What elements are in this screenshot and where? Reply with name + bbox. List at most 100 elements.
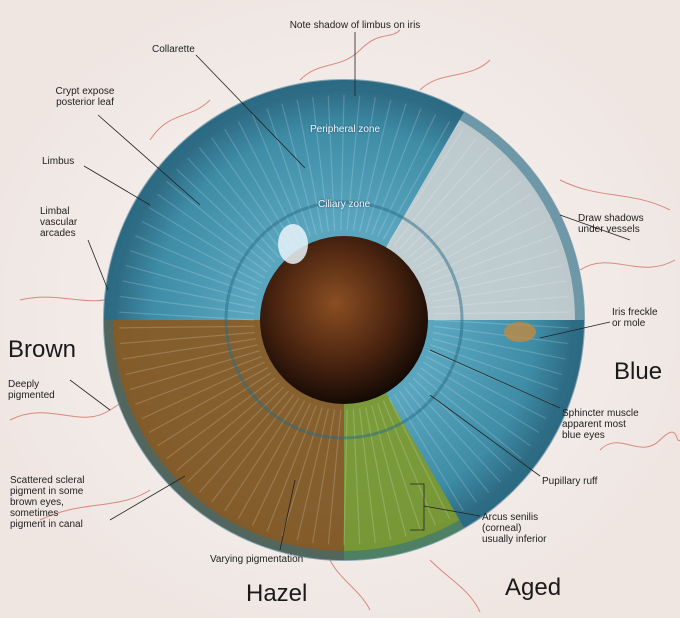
iris-fiber	[135, 235, 260, 290]
iris-fiber	[365, 407, 392, 541]
label-iris-freckle: Iris freckle or mole	[612, 307, 658, 329]
iris-fiber	[398, 147, 490, 250]
iris-fibers	[119, 94, 569, 546]
iris-fiber	[327, 95, 336, 231]
iris-fiber	[266, 108, 311, 237]
iris-fiber	[251, 114, 306, 240]
label-ciliary-zone: Ciliary zone	[318, 199, 371, 210]
category-brown: Brown	[8, 336, 77, 363]
iris-fiber	[166, 377, 276, 460]
iris-fiber	[129, 350, 260, 391]
iris-fiber	[312, 409, 336, 543]
iris-fiber	[412, 377, 512, 471]
blood-vessel	[579, 259, 676, 271]
limbal-ring	[103, 79, 585, 561]
iris-fiber	[157, 372, 272, 447]
iris-fiber	[416, 193, 531, 268]
category-aged: Aged	[505, 574, 562, 601]
iris-fiber	[412, 180, 522, 263]
iris-fiber	[425, 356, 547, 420]
iris-fiber	[393, 394, 464, 512]
iris-fiber	[371, 405, 407, 537]
corneal-highlight	[278, 224, 308, 264]
iris-fiber	[296, 408, 329, 541]
iris-fiber	[431, 338, 563, 376]
iris-fiber	[187, 386, 285, 483]
label-crypt: Crypt expose posterior leaf	[55, 86, 115, 108]
label-peripheral-zone: Peripheral zone	[310, 124, 381, 135]
iris-fiber	[166, 181, 272, 268]
iris-fiber	[352, 97, 376, 231]
iris-fiber	[148, 367, 268, 434]
label-scattered-pigment: Scattered scleral pigment in some brown …	[10, 475, 85, 530]
iris-fiber	[340, 94, 345, 231]
label-limbus-shadow: Note shadow of limbus on iris	[289, 20, 421, 31]
iris-fiber	[251, 403, 311, 526]
iris-fiber	[129, 249, 258, 296]
iris-fiber	[237, 400, 306, 519]
iris-fiber	[419, 367, 531, 447]
iris-fiber	[388, 128, 464, 243]
label-deeply-pigmented: Deeply pigmented	[8, 379, 55, 401]
iris-fiber	[408, 168, 512, 258]
blood-vessel	[39, 489, 151, 521]
blood-vessel	[149, 99, 211, 141]
iris-fiber	[433, 325, 568, 345]
iris-fiber	[224, 397, 300, 512]
iris-fiber	[312, 97, 329, 232]
brown-sector	[104, 320, 344, 560]
collarette-ring	[224, 200, 464, 440]
iris-fiber	[176, 382, 280, 472]
iris-fiber	[266, 405, 317, 532]
iris-fiber	[426, 235, 553, 284]
iris-fiber	[433, 331, 566, 360]
label-varying-pigmentation: Varying pigmentation	[210, 554, 304, 565]
iris-fiber	[135, 356, 262, 405]
iris-fiber	[141, 361, 265, 420]
iris-fiber	[176, 169, 276, 263]
iris-fiber	[187, 157, 280, 258]
blood-vessel	[599, 431, 680, 451]
iris-fiber	[377, 403, 422, 532]
label-pupillary-ruff: Pupillary ruff	[542, 476, 598, 487]
iris-fiber	[398, 390, 477, 503]
category-blue: Blue	[614, 358, 663, 385]
iris-fiber	[428, 249, 559, 290]
iris-fiber	[296, 99, 323, 233]
category-hazel: Hazel	[246, 580, 308, 607]
iris-fiber	[420, 206, 540, 273]
iris-fiber	[141, 220, 263, 284]
label-sphincter: Sphincter muscle apparent most blue eyes	[562, 408, 639, 441]
iris-fiber	[198, 147, 285, 254]
label-collarette: Collarette	[152, 44, 195, 55]
iris-fiber	[403, 157, 501, 254]
iris-fiber	[431, 280, 566, 302]
iris-fiber	[148, 206, 265, 279]
label-draw-shadows: Draw shadows under vessels	[578, 213, 644, 235]
iris-fiber	[157, 193, 269, 273]
pupil	[260, 236, 428, 404]
iris-fiber	[359, 408, 376, 543]
iris-fiber	[408, 382, 501, 483]
iris-fiber	[119, 325, 255, 329]
iris-fiber	[224, 128, 295, 246]
iris-fiber	[198, 390, 290, 493]
leader-lines	[69, 32, 631, 551]
iris-fiber	[371, 108, 422, 235]
iris-freckle	[504, 322, 536, 342]
iris-fiber	[343, 409, 348, 546]
iris-fiber	[403, 386, 490, 493]
blood-vessels	[9, 29, 680, 613]
blood-vessel	[559, 179, 671, 211]
blood-vessel	[419, 59, 491, 91]
iris-fiber	[359, 99, 392, 232]
iris-fiber	[119, 311, 255, 321]
iris-fiber	[430, 264, 563, 296]
iris-fiber	[125, 344, 258, 376]
iris-fiber	[382, 400, 437, 526]
iris-fiber	[120, 295, 255, 315]
iris-fiber	[327, 409, 342, 545]
iris-fiber	[388, 397, 451, 519]
iris-fiber	[237, 121, 300, 243]
